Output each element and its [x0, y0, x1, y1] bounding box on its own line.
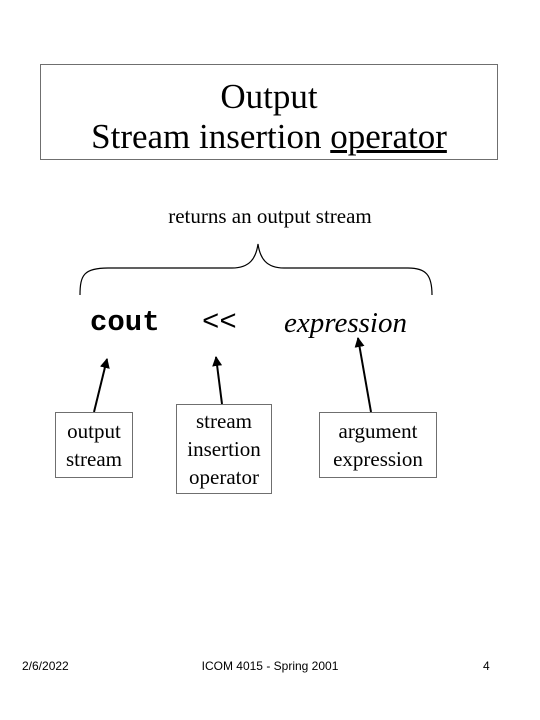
label-box-argument-expression: argument expression [319, 412, 437, 478]
title-line-2: Stream insertion operator [41, 117, 497, 157]
code-cout: cout [90, 306, 160, 339]
label-line: expression [333, 447, 423, 471]
footer-page-number: 4 [483, 659, 490, 673]
arrow-output-stream [93, 358, 110, 413]
code-insertion-operator: << [202, 306, 237, 339]
label-line: insertion [187, 437, 261, 461]
label-line: stream [66, 447, 122, 471]
title-line-1: Output [220, 77, 318, 116]
title-underlined-word: operator [330, 117, 447, 156]
title-prefix: Stream insertion [91, 117, 331, 156]
label-line: output [67, 419, 121, 443]
slide-title-box: Output Stream insertion operator [40, 64, 498, 160]
arrow-stream-insertion-operator [212, 356, 223, 405]
label-box-stream-insertion-operator: stream insertion operator [176, 404, 272, 494]
code-expression: expression [284, 307, 407, 339]
label-box-output-stream: output stream [55, 412, 133, 478]
arrow-argument-expression [354, 337, 372, 413]
footer-course: ICOM 4015 - Spring 2001 [201, 659, 339, 673]
brace-label: returns an output stream [168, 204, 372, 228]
label-line: stream [196, 409, 252, 433]
footer-date: 2/6/2022 [22, 659, 69, 673]
label-line: argument [338, 419, 418, 443]
label-line: operator [189, 465, 259, 489]
curly-brace [79, 243, 433, 296]
